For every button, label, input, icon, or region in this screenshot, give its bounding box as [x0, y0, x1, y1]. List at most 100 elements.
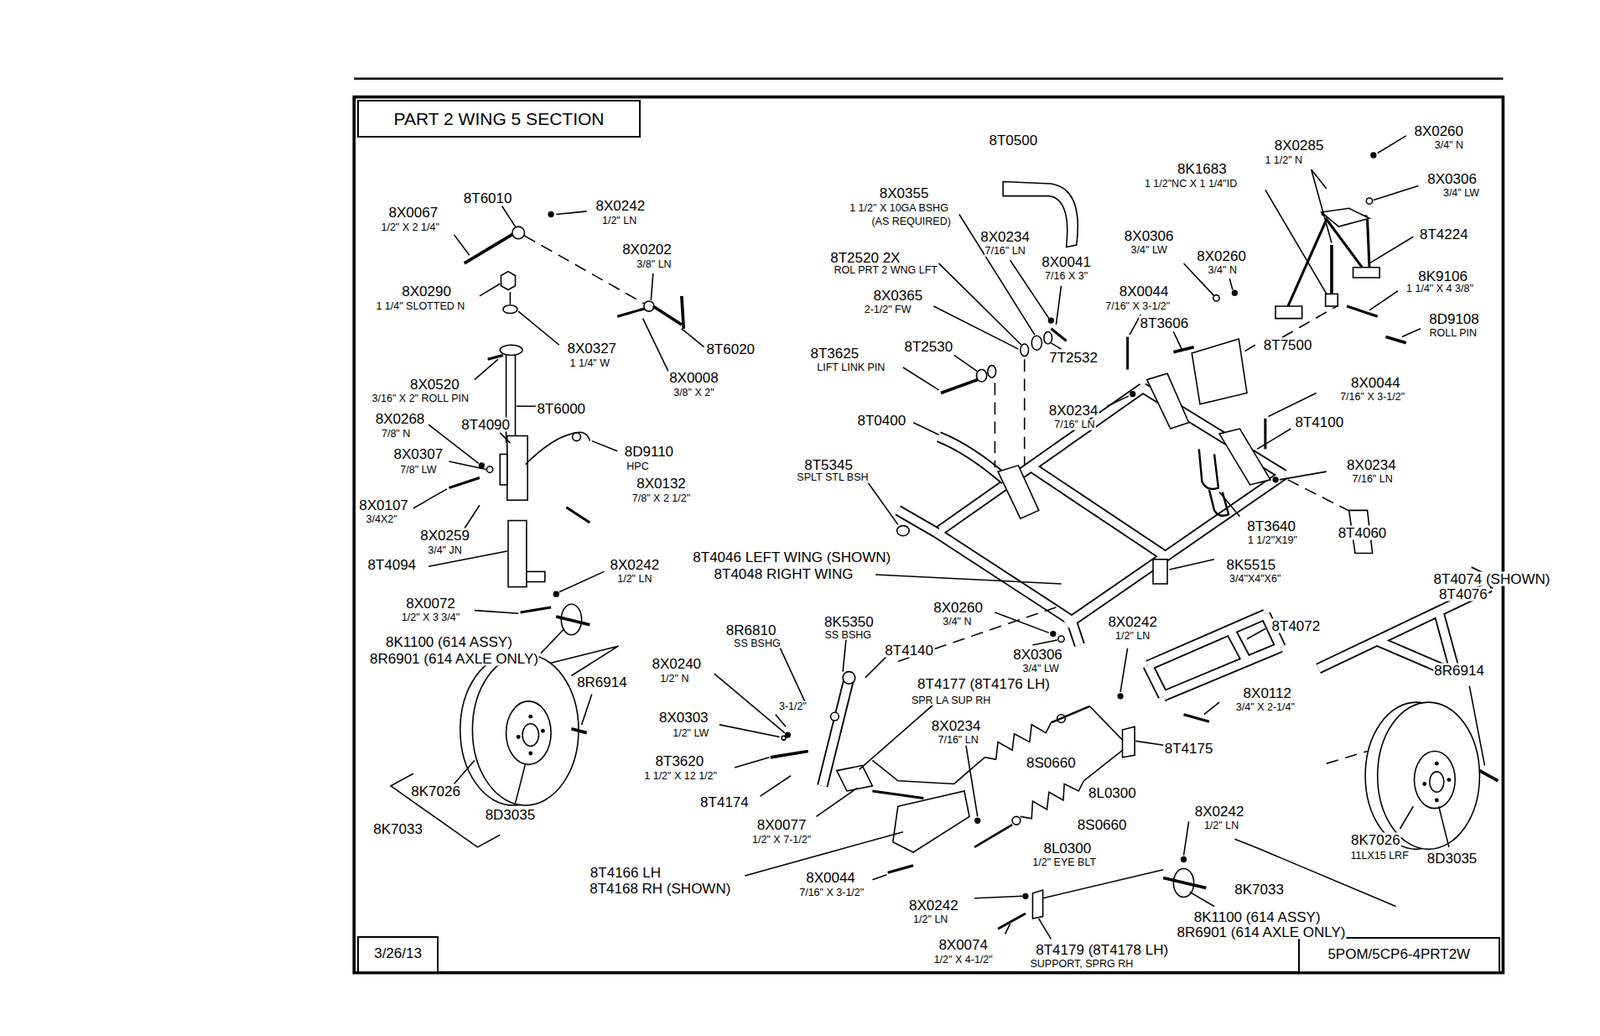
callout-label: 7/16" LN	[1351, 472, 1394, 484]
callout-label: 3/4" JN	[426, 545, 463, 556]
callout-label: 1/2" X 7-1/2"	[751, 834, 812, 846]
callout-label: 8K1100 (614 ASSY)	[384, 634, 514, 650]
callout-label: 8X0008	[668, 370, 720, 385]
caster-assembly-part	[571, 728, 587, 733]
wing-frame-part	[1325, 293, 1339, 307]
caster-assembly-part	[503, 305, 518, 314]
spring-lift-assembly-part	[1050, 706, 1090, 723]
callout-label: 8X0290	[400, 283, 452, 298]
wing-frame-part	[1231, 290, 1238, 297]
caster-assembly-part	[572, 432, 582, 442]
caster-assembly-part	[520, 607, 552, 613]
callout-label: 8T4177 (8T4176 LH)	[916, 676, 1051, 691]
callout-label: 8T4140	[883, 643, 935, 658]
wing-frame-part	[1126, 337, 1129, 370]
callout-label: 8R6914	[576, 674, 629, 689]
callout-label: 8T6000	[535, 400, 587, 416]
spring-lift-assembly-part	[888, 865, 914, 873]
caster-assembly-part	[555, 616, 590, 625]
callout-label: 8D3035	[1426, 851, 1479, 866]
caster-assembly-part	[486, 466, 493, 473]
callout-label: 8T4072	[1271, 618, 1322, 633]
outer-wing-frames-part	[1234, 838, 1396, 906]
caster-assembly-part	[547, 211, 554, 218]
spring-lift-assembly-part	[1012, 815, 1021, 825]
callout-label: (AS REQUIRED)	[870, 216, 951, 228]
callout-label: SPLT STL BSH	[795, 472, 869, 484]
callout-label: SUPPORT, SPRG RH	[1028, 957, 1134, 969]
caster-assembly-part	[528, 714, 533, 719]
callout-label: 8R6810	[725, 622, 778, 637]
callout-label: 8K7033	[372, 821, 424, 837]
spring-lift-assembly-part	[1022, 893, 1029, 899]
spring-lift-assembly-part	[974, 817, 981, 824]
callout-label: 8X0520	[409, 376, 461, 391]
spring-lift-assembly-part	[1090, 706, 1123, 740]
callout-label: 8D3035	[484, 807, 537, 822]
caster-assembly-part	[540, 728, 546, 733]
caster-assembly-part	[472, 654, 579, 806]
callout-label: 7/8" N	[380, 428, 411, 440]
callout-label: 8T3625	[810, 346, 861, 361]
spring-lift-assembly-part	[1049, 630, 1056, 637]
caster-assembly-part	[525, 431, 591, 464]
callout-label: 8K7026	[410, 784, 462, 799]
spring-lift-assembly-part	[872, 790, 924, 799]
callout-label: 8X0307	[393, 446, 445, 462]
wing-frame-part	[1191, 338, 1247, 405]
wing-frame-part	[1275, 306, 1303, 319]
callout-label: 1 1/2"NC X 1 1/4"ID	[1143, 178, 1238, 190]
caster-assembly-part	[617, 307, 646, 317]
callout-label: 8K7033	[1233, 881, 1285, 896]
callout-label: 8X0234	[1345, 457, 1398, 472]
caster-assembly-part	[512, 226, 525, 239]
callout-label: 8X0259	[419, 527, 471, 542]
callout-label: 8X0355	[878, 185, 930, 200]
callout-label: 8T6010	[462, 191, 514, 206]
title-box: PART 2 WING 5 SECTION	[357, 99, 641, 138]
callout-label: 3/4" LW	[1022, 663, 1060, 675]
caster-assembly-part	[526, 571, 546, 582]
callout-label: 8T4060	[1337, 525, 1388, 541]
leader-lines-part	[714, 612, 1164, 939]
callout-label: 3/8" LN	[635, 259, 672, 271]
callout-label: 8T5345	[803, 457, 854, 472]
callout-label: 3/4"X4"X6"	[1228, 573, 1282, 585]
callout-label: 8D9110	[623, 443, 675, 458]
callout-label: 1/2" N	[659, 673, 690, 685]
callout-label: 3/4" N	[1207, 264, 1238, 276]
callout-label: 8X0327	[566, 340, 618, 355]
callout-label: 3/4" N	[1433, 140, 1465, 151]
callout-label: 8X0112	[1242, 685, 1293, 701]
outer-wing-frames-part	[1326, 751, 1368, 764]
wing-frame-part	[1023, 358, 1026, 466]
spring-lift-assembly-part	[781, 735, 786, 740]
callout-label: 8X0067	[388, 205, 440, 220]
callout-label: 1/2" LN	[616, 573, 653, 585]
callout-label: 8K1683	[1176, 161, 1228, 176]
callout-label: 1 1/4" X 4 3/8"	[1405, 283, 1475, 295]
spring-lift-assembly-part	[1122, 726, 1136, 758]
callout-label: 8R6914	[1433, 663, 1486, 678]
callout-label: 8L0300	[1087, 785, 1138, 800]
callout-label: 8X0306	[1123, 228, 1175, 244]
callout-label: 8T2530	[903, 338, 954, 354]
callout-label: 8L0300	[1042, 841, 1092, 856]
callout-label: 1 1/2"X19"	[1246, 534, 1299, 546]
callout-label: 8T4175	[1163, 740, 1215, 755]
callout-label: 8X0303	[658, 710, 710, 725]
callout-label: 8X0242	[595, 197, 647, 213]
spring-lift-assembly-part	[770, 751, 809, 758]
callout-label: 1/2" EYE BLT	[1031, 857, 1097, 868]
outer-wing-frames-part	[1318, 571, 1496, 671]
callout-label: 8T3620	[654, 753, 706, 768]
callout-label: 1/2" LN	[1114, 630, 1151, 642]
callout-label: 2-1/2" FW	[863, 303, 913, 315]
callout-label: 8X0044	[805, 870, 857, 885]
wing-frame-part	[936, 387, 1284, 645]
callout-label: 8K1100 (614 ASSY)	[1193, 909, 1322, 924]
callout-label: 8X0242	[609, 556, 661, 572]
caster-assembly-part	[653, 296, 685, 329]
caster-assembly-part	[522, 723, 539, 747]
callout-label: 8T4174	[699, 794, 750, 810]
